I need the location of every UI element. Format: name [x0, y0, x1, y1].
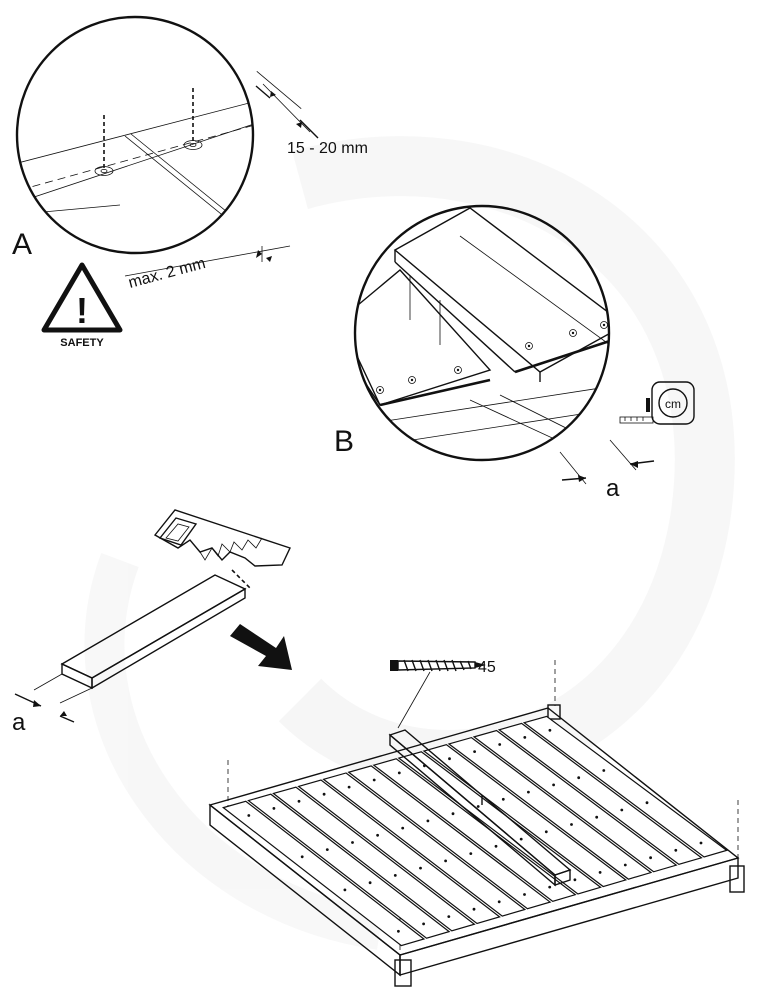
deck-boards	[221, 715, 729, 947]
board-screw-dot	[473, 750, 476, 753]
deck-board	[297, 779, 501, 925]
board-screw-dot	[451, 812, 455, 816]
board-screw-dot	[300, 855, 304, 859]
dimension-b	[559, 439, 655, 485]
board-screw-dot	[401, 826, 405, 830]
board-screw-dot	[247, 814, 251, 817]
board-screw-dot	[620, 808, 624, 812]
deck-board	[247, 793, 451, 939]
board-screw-dot	[469, 852, 473, 855]
board-screw-dot	[497, 900, 501, 904]
board-screw-dot	[645, 801, 649, 805]
board-screw-dot	[519, 837, 523, 841]
arrow-right-down-icon	[230, 624, 292, 670]
tape-measure-icon: cm	[619, 381, 695, 425]
safety-label: SAFETY	[60, 337, 104, 349]
board-screw-dot	[325, 848, 329, 851]
deck-board	[322, 772, 527, 917]
dimension-cut	[14, 673, 93, 723]
board-screw-dot	[523, 736, 527, 739]
screw-leader-line	[397, 671, 431, 729]
deck-board	[522, 715, 729, 858]
board-screw-dot	[674, 848, 678, 852]
board-screw-dot	[376, 833, 379, 837]
board-screw-dot	[444, 859, 447, 863]
board-screw-dot	[623, 863, 627, 867]
screw-length-label: 45	[478, 659, 496, 676]
board-screw-dot	[343, 888, 347, 892]
board-screw-dot	[527, 790, 530, 794]
board-screw-dot	[577, 776, 581, 780]
board-screw-dot	[393, 874, 397, 877]
dimension-gap	[124, 245, 291, 277]
board-screw-dot	[272, 807, 276, 810]
deck-board	[221, 800, 426, 947]
detail-b-label: B	[334, 425, 354, 458]
board-screw-dot	[501, 797, 505, 801]
board-screw-dot	[322, 792, 326, 796]
screw-hole-right	[183, 88, 203, 150]
detail-a-circle	[15, 15, 255, 255]
deck-board	[272, 786, 476, 932]
board-screw-dot	[397, 771, 401, 775]
warning-triangle-icon: !	[41, 262, 123, 333]
dimension-cut-label: a	[12, 709, 26, 736]
board-screw-dot	[595, 815, 599, 819]
deck-board	[472, 729, 678, 873]
deck-board	[397, 751, 602, 895]
detail-a-label: A	[12, 228, 32, 261]
board-screw-dot	[351, 841, 354, 844]
reinforcement-strip	[388, 729, 572, 887]
board-screw-dot	[372, 778, 376, 782]
screw-hole-left	[94, 115, 114, 176]
board-screw-dot	[397, 929, 400, 933]
board-screw-dot	[426, 819, 430, 823]
saw-icon	[153, 509, 291, 567]
deck-board	[422, 744, 628, 888]
board-screw-dot	[368, 881, 372, 885]
board-screw-dot	[297, 799, 301, 803]
detail-b: a B	[334, 204, 655, 502]
deck-frame	[208, 660, 745, 987]
board-screw-dot	[548, 728, 552, 732]
board-screw-dot	[347, 785, 351, 789]
board-screw-dot	[476, 805, 480, 808]
detail-a: 15 - 20 mm max. 2 mm A	[12, 15, 368, 292]
board-screw-dot	[573, 878, 577, 882]
board-screw-dot	[523, 893, 526, 896]
board-screw-dot	[598, 871, 602, 874]
screw-icon	[390, 659, 486, 672]
board-screw-dot	[447, 915, 451, 918]
dimension-b-label: a	[606, 475, 620, 502]
board-screw-dot	[602, 769, 606, 772]
cut-line	[231, 569, 251, 589]
board-screw-dot	[544, 830, 548, 834]
dimension-edge-distance	[255, 71, 319, 139]
board-screw-dot	[570, 823, 573, 826]
deck-board	[347, 765, 552, 910]
deck-board	[447, 736, 653, 880]
board-screws	[376, 321, 608, 394]
detail-b-circle	[353, 204, 611, 462]
board-screw-dot	[448, 757, 451, 761]
safety-symbol: !	[76, 290, 88, 331]
board-screw-dot	[494, 844, 498, 848]
board-screw-dot	[552, 783, 555, 787]
tape-unit-label: cm	[665, 397, 681, 411]
board-screw-dot	[548, 885, 552, 889]
dimension-gap-label: max. 2 mm	[127, 255, 208, 292]
dimension-edge-label: 15 - 20 mm	[287, 140, 368, 157]
board-screw-dot	[649, 856, 652, 860]
deck-board	[372, 758, 577, 902]
deck-board	[497, 722, 703, 866]
board-screw-dot	[699, 841, 703, 845]
board-screw-dot	[422, 922, 425, 926]
board-screw-dot	[472, 907, 476, 911]
board-screw-dot	[419, 866, 422, 870]
board-screw-dot	[498, 743, 502, 746]
